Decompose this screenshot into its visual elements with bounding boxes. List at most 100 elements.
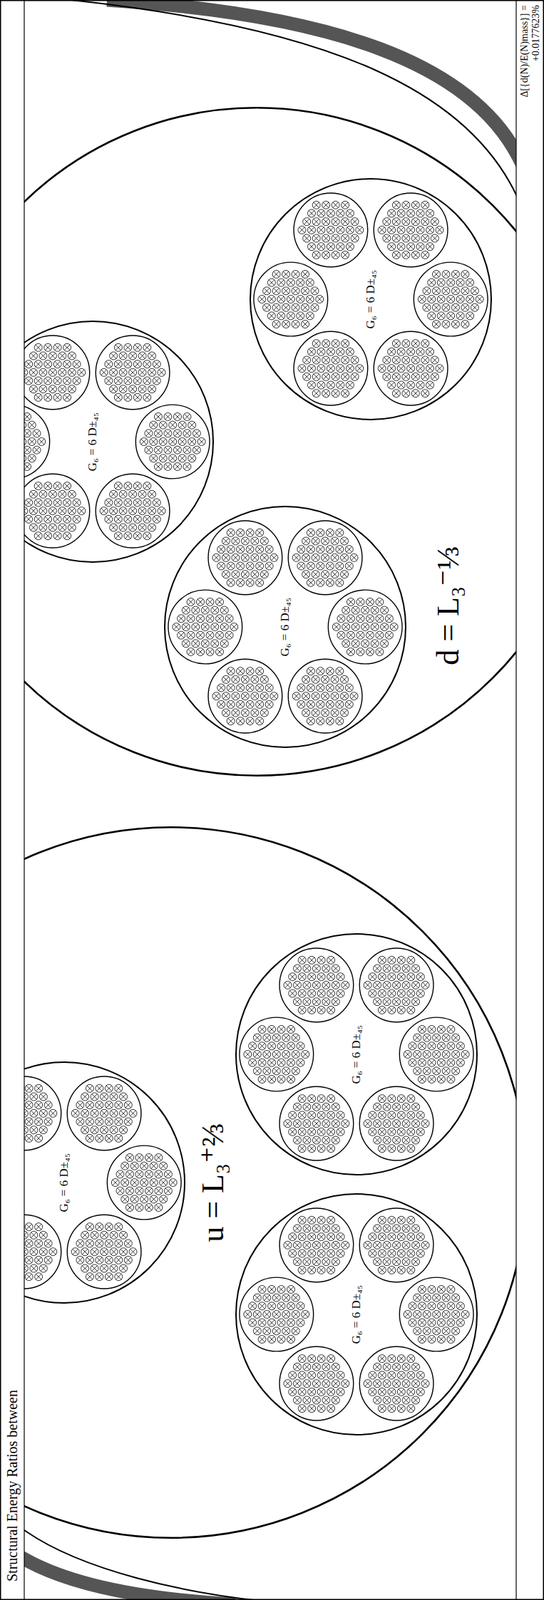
cross-symbol	[432, 1311, 441, 1320]
cross-symbol	[143, 377, 152, 386]
cross-symbol	[306, 684, 315, 693]
cross-symbol	[417, 1319, 426, 1328]
cross-symbol	[298, 1266, 306, 1275]
cross-symbol	[53, 377, 62, 386]
cross-symbol	[322, 389, 331, 398]
cross-symbol	[149, 421, 158, 430]
cross-symbol	[317, 1356, 326, 1364]
cross-symbol	[186, 615, 195, 624]
cross-symbol	[397, 209, 405, 218]
cross-symbol	[181, 640, 190, 649]
cross-symbol	[408, 1303, 417, 1312]
sub-circle-outline	[293, 193, 368, 268]
cross-symbol	[287, 1059, 296, 1068]
cross-symbol	[114, 1102, 123, 1111]
cross-symbol	[412, 965, 420, 974]
cross-symbol	[148, 507, 157, 516]
group-circle: G₆ = 6 D±₄₅	[163, 506, 407, 749]
cross-symbol	[245, 578, 254, 587]
circle-border	[24, 1063, 185, 1305]
cross-symbol	[287, 1076, 296, 1085]
group-label: G₆ = 6 D±₄₅	[350, 1025, 364, 1086]
cross-symbol	[217, 562, 226, 571]
cross-symbol	[114, 393, 122, 402]
cross-symbol	[221, 571, 230, 579]
cross-symbol	[327, 1356, 336, 1364]
cross-symbol	[53, 482, 62, 491]
cross-symbol	[326, 209, 335, 218]
cross-symbol	[39, 1127, 48, 1136]
cross-symbol	[407, 1095, 415, 1104]
cross-symbol	[363, 1242, 372, 1250]
cross-symbol	[154, 1154, 163, 1163]
cross-symbol	[277, 1303, 286, 1312]
cross-symbol	[293, 1137, 301, 1146]
cross-symbol	[240, 571, 249, 579]
cross-symbol	[272, 1311, 281, 1320]
cross-symbol	[144, 429, 153, 438]
cross-symbol	[345, 209, 354, 218]
cross-symbol	[34, 1256, 43, 1265]
cross-symbol	[321, 571, 330, 579]
cross-symbol	[58, 524, 67, 532]
cross-symbol	[154, 446, 162, 455]
cross-symbol	[178, 438, 187, 447]
cross-symbol	[211, 606, 219, 615]
cross-symbol	[24, 1085, 33, 1093]
cross-symbol	[34, 1118, 43, 1127]
cross-symbol	[67, 507, 76, 516]
cross-symbol	[432, 320, 440, 329]
cross-symbol	[330, 537, 339, 546]
cross-symbol	[76, 1256, 85, 1265]
cross-symbol	[90, 1265, 99, 1274]
cross-symbol	[231, 693, 240, 701]
cross-symbol	[221, 693, 230, 701]
cross-symbol	[377, 1250, 386, 1259]
cross-symbol	[44, 343, 53, 352]
cross-symbol	[303, 998, 311, 1007]
cross-symbol	[387, 381, 396, 390]
cross-symbol	[121, 1162, 130, 1171]
cross-symbol	[447, 1025, 455, 1034]
cross-symbol	[407, 1112, 415, 1121]
sub-circle	[279, 1209, 354, 1284]
cross-symbol	[407, 1217, 415, 1225]
cross-symbol	[413, 1034, 422, 1043]
cross-symbol	[377, 990, 386, 999]
cross-symbol	[148, 368, 157, 377]
cross-symbol	[177, 631, 186, 640]
cross-symbol	[387, 1095, 396, 1104]
cross-symbol	[412, 1225, 420, 1234]
sub-circle	[239, 1278, 314, 1353]
cross-symbol	[67, 385, 76, 394]
circle-border	[164, 506, 406, 748]
cross-symbol	[158, 454, 167, 463]
cross-symbol	[277, 295, 286, 304]
cross-symbol	[387, 1145, 396, 1154]
cross-symbol	[387, 1112, 396, 1121]
cross-symbol	[456, 312, 465, 321]
cross-symbol	[245, 546, 254, 554]
cross-symbol	[417, 1025, 426, 1034]
cross-symbol	[226, 578, 235, 587]
cross-symbol	[272, 1068, 281, 1076]
cross-symbol	[437, 1286, 445, 1295]
cross-symbol	[24, 499, 33, 507]
cross-symbol	[124, 515, 132, 524]
cross-symbol	[312, 389, 321, 398]
cross-symbol	[183, 429, 192, 438]
cross-symbol	[308, 956, 316, 965]
sub-circle	[288, 521, 363, 596]
cross-symbol	[368, 1112, 377, 1121]
cross-symbol	[327, 1095, 336, 1104]
cross-symbol	[317, 1095, 326, 1104]
cross-symbol	[301, 1051, 310, 1060]
cross-symbol	[177, 615, 186, 624]
circle-outline	[0, 320, 214, 564]
cross-symbol	[411, 234, 420, 243]
cross-symbol	[29, 1232, 38, 1240]
cross-symbol	[336, 365, 345, 373]
cross-symbol	[397, 1234, 405, 1243]
cross-symbol	[382, 218, 391, 227]
cross-symbol	[385, 615, 393, 624]
